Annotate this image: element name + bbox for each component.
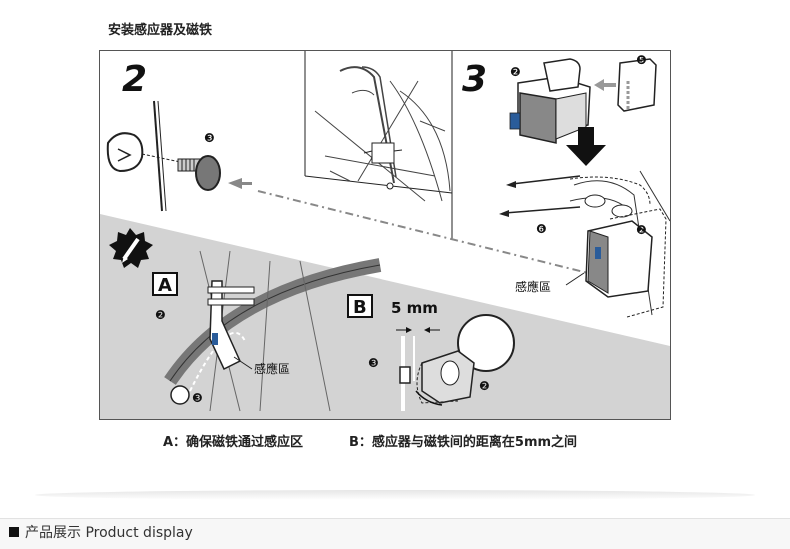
footer-section-header: 产品展示 Product display xyxy=(0,518,790,549)
installation-diagram: 2 ❸ xyxy=(99,50,671,420)
square-bullet-icon xyxy=(9,527,19,537)
caption-a: A：确保磁铁通过感应区 xyxy=(163,435,304,450)
wheel-detail-a xyxy=(164,250,382,412)
arrow-right-icon xyxy=(228,178,252,189)
strap-piece-icon xyxy=(617,58,657,112)
gap-distance-label: 5 mm xyxy=(391,299,438,317)
box-a-frame xyxy=(152,272,178,296)
callout-3-icon: ❸ xyxy=(204,131,215,145)
callout-2-icon-lower: ❷ xyxy=(636,223,647,237)
strap-line xyxy=(511,175,581,185)
callout-2-icon: ❷ xyxy=(510,65,521,79)
footer-rule xyxy=(0,518,790,519)
callout-2-icon-b: ❷ xyxy=(479,379,490,393)
sensor-detail-b xyxy=(399,314,515,406)
footer-label: 产品展示 Product display xyxy=(25,525,193,541)
sensor-zone-label-a: 感應區 xyxy=(254,361,290,376)
mounted-sensor-icon xyxy=(569,170,670,318)
alignment-line xyxy=(257,190,589,274)
callout-5-icon: ❺ xyxy=(636,53,647,67)
caption-b: B：感应器与磁铁间的距离在5mm之间 xyxy=(349,435,578,450)
callout-3-icon-b: ❸ xyxy=(368,356,379,370)
step-2-number: 2 xyxy=(122,59,147,100)
lower-grey-band xyxy=(100,214,670,419)
section-divider xyxy=(35,490,755,500)
sensor-zone-label-step3: 感應區 xyxy=(515,279,551,294)
magnet-screw-icon xyxy=(177,155,221,191)
magnet-clip-icon xyxy=(106,132,144,173)
box-b-frame xyxy=(347,294,373,318)
callout-3-icon-a: ❸ xyxy=(192,391,203,405)
tip-pencil-icon xyxy=(109,228,153,268)
arrow-down-icon xyxy=(566,127,606,166)
callout-2-icon-a: ❷ xyxy=(155,308,166,322)
fork-wheel-sketch xyxy=(314,66,451,202)
page-title: 安装感应器及磁铁 xyxy=(108,23,213,38)
step-3-number: 3 xyxy=(462,59,487,100)
box-b-label: B xyxy=(353,297,367,318)
callout-6-icon: ❻ xyxy=(536,222,547,236)
sensor-unit-icon xyxy=(509,58,591,144)
box-a-label: A xyxy=(158,275,172,296)
